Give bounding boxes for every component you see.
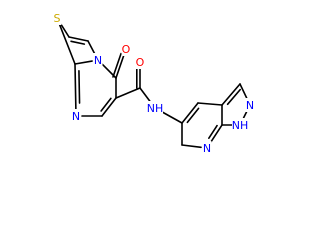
single-bond <box>197 102 223 106</box>
atom-label-background <box>135 55 145 69</box>
atom-label: NH <box>147 102 164 115</box>
double-bond <box>208 124 223 144</box>
bond-line <box>161 111 183 124</box>
bond-line <box>115 53 125 79</box>
double-bond <box>221 83 241 106</box>
single-bond <box>58 22 76 65</box>
atom-label: S <box>54 12 61 25</box>
atom-n: N <box>93 53 103 67</box>
atom-label-background <box>121 42 131 56</box>
atom-label: N <box>246 99 254 112</box>
bond-line <box>181 102 199 124</box>
atom-label: O <box>122 43 131 56</box>
single-bond <box>74 60 93 65</box>
atom-label-background <box>71 109 81 123</box>
bond-line <box>70 40 86 45</box>
atom-label-background <box>93 53 103 67</box>
double-bond <box>74 63 81 111</box>
atom-n: N <box>71 109 81 123</box>
atom-label: N <box>203 142 211 155</box>
bond-line <box>208 124 218 140</box>
single-bond <box>239 83 249 101</box>
atom-label-background <box>245 98 255 112</box>
bond-line <box>209 124 223 144</box>
atom-label-background <box>52 11 62 25</box>
atom-label-background <box>202 141 212 155</box>
atom-label: O <box>136 56 145 69</box>
atom-label-layer: S N O N O NH N NH N <box>52 11 255 155</box>
double-bond <box>68 36 89 45</box>
bond-line <box>239 83 249 101</box>
atom-nh: NH <box>232 118 249 132</box>
bond-line <box>68 36 89 42</box>
bond-layer <box>58 22 249 149</box>
single-bond <box>87 40 97 56</box>
single-bond <box>181 144 202 149</box>
single-bond <box>115 87 141 99</box>
single-bond <box>139 87 151 103</box>
atom-label: NH <box>232 119 249 132</box>
double-bond <box>136 67 141 89</box>
atom-label: N <box>94 54 102 67</box>
bond-line <box>74 63 77 111</box>
atom-nh: NH <box>147 101 164 115</box>
atom-o: O <box>135 55 145 69</box>
atom-o: O <box>121 42 131 56</box>
bond-line <box>101 97 117 117</box>
atom-label: N <box>72 110 80 123</box>
bond-line <box>221 83 241 106</box>
bond-line <box>112 52 122 78</box>
atom-n: N <box>202 141 212 155</box>
single-bond <box>59 22 70 38</box>
bond-line <box>115 87 141 99</box>
double-bond <box>181 102 200 124</box>
bond-line <box>58 22 76 65</box>
single-bond <box>161 111 183 124</box>
bond-line <box>78 70 81 104</box>
atom-s: S <box>52 11 62 25</box>
bond-line <box>197 102 223 106</box>
molecule-structure: S N O N O NH N NH N <box>52 11 255 155</box>
bond-line <box>100 97 112 112</box>
bond-line <box>139 87 151 103</box>
atom-label-background <box>147 101 163 115</box>
atom-n: N <box>245 98 255 112</box>
bond-line <box>186 107 200 124</box>
bond-line <box>87 40 97 56</box>
double-bond <box>100 97 117 117</box>
bond-line <box>226 88 241 106</box>
double-bond <box>112 52 125 79</box>
bond-line <box>74 60 93 65</box>
bond-line <box>59 22 70 38</box>
atom-label-background <box>232 118 248 132</box>
bond-line <box>181 144 202 149</box>
